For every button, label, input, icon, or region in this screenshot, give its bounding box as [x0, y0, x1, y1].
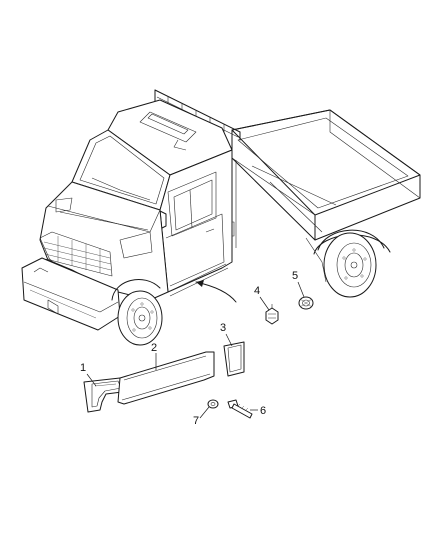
- location-arrow-head: [196, 280, 204, 287]
- truck-illustration: [21, 89, 421, 346]
- callout-group: 1 2 3 4 5 6 7: [80, 270, 305, 427]
- callout-5: 5: [292, 270, 298, 282]
- part-7-washer: [207, 399, 219, 409]
- part-6-screw: [227, 399, 253, 419]
- callout-1: 1: [80, 362, 86, 374]
- part-3-panel: [223, 341, 245, 377]
- front-wheel: [111, 279, 163, 346]
- callout-2: 2: [151, 342, 157, 354]
- part-4-clip: [265, 304, 279, 325]
- part-5-grommet: [298, 296, 314, 310]
- rear-wheel: [305, 229, 391, 298]
- part-2-molding: [117, 351, 215, 405]
- callout-7: 7: [193, 415, 199, 427]
- truck-flatbed: [231, 109, 421, 248]
- callout-6: 6: [260, 405, 266, 417]
- callout-4: 4: [254, 285, 260, 297]
- callout-3: 3: [220, 322, 226, 334]
- truck-cab: [21, 99, 233, 331]
